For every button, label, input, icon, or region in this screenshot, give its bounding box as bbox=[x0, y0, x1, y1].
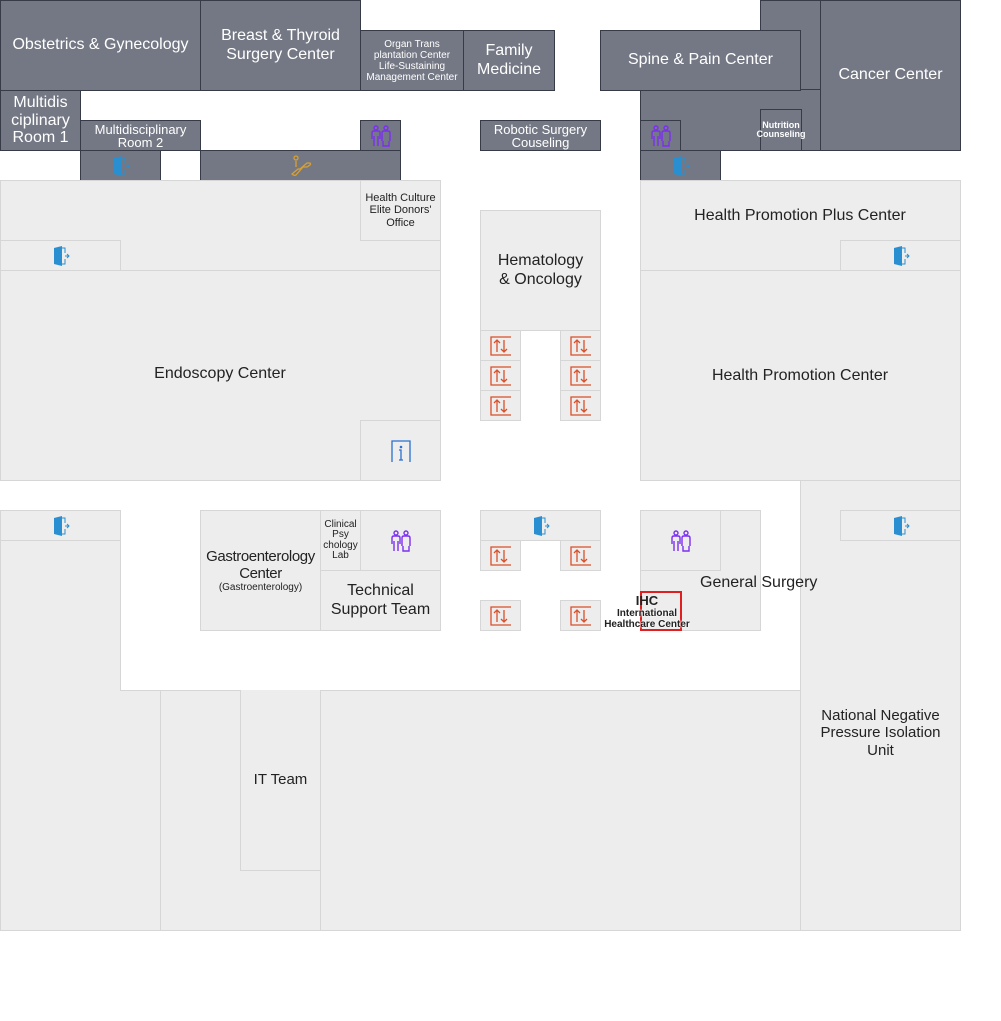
room-label: Technical Support Team bbox=[330, 582, 431, 618]
wall bbox=[160, 690, 161, 930]
room-label: Obstetrics & Gynecology bbox=[12, 36, 189, 54]
room-national-negative-pressure-isolation-unit[interactable]: National Negative Pressure Isolation Uni… bbox=[800, 480, 961, 931]
elevator-icon bbox=[489, 545, 512, 566]
room-gastroenterology-center[interactable]: Gastroenterology Center (Gastroenterolog… bbox=[200, 510, 321, 631]
room-it-team[interactable]: IT Team bbox=[240, 690, 321, 871]
room-label: Clinical Psy chology Lab bbox=[323, 518, 358, 561]
room-health-promotion-center[interactable] bbox=[640, 180, 961, 481]
room-cancer-center[interactable]: Cancer Center bbox=[820, 0, 961, 151]
room-label: Nutrition Counseling bbox=[756, 120, 806, 139]
elevator[interactable] bbox=[560, 330, 601, 361]
restroom[interactable] bbox=[360, 120, 401, 151]
room-label: IT Team bbox=[253, 771, 308, 789]
restroom-icon bbox=[670, 529, 692, 552]
elevator[interactable] bbox=[480, 330, 521, 361]
room-hematology-oncology[interactable]: Hematology & Oncology bbox=[480, 210, 601, 331]
ihc-label: IHC International Healthcare Center bbox=[596, 593, 698, 630]
room-clinical-psychology-lab[interactable]: Clinical Psy chology Lab bbox=[320, 510, 361, 571]
exit-door-icon bbox=[112, 155, 130, 176]
escalator-icon bbox=[290, 154, 312, 177]
room-bottom-wing[interactable] bbox=[120, 690, 801, 931]
room-label: Cancer Center bbox=[838, 66, 943, 84]
exit[interactable] bbox=[80, 150, 161, 181]
room-label: Robotic Surgery Couseling bbox=[493, 121, 588, 150]
room-breast-thyroid[interactable]: Breast & Thyroid Surgery Center bbox=[200, 0, 361, 91]
health-promotion-plus-label: Health Promotion Plus Center bbox=[694, 207, 906, 224]
ihc-marker[interactable] bbox=[640, 591, 682, 631]
room-label: Multidis ciplinary Room 1 bbox=[11, 94, 70, 147]
wall bbox=[640, 270, 840, 271]
exit[interactable] bbox=[840, 240, 961, 271]
health-promotion-label: Health Promotion Center bbox=[711, 367, 889, 384]
elevator-icon bbox=[569, 605, 592, 626]
information-desk[interactable] bbox=[360, 420, 441, 481]
general-surgery-label: General Surgery bbox=[700, 574, 818, 591]
elevator-icon bbox=[569, 395, 592, 416]
room-label: Hematology & Oncology bbox=[497, 252, 584, 288]
room-organ-transplantation[interactable]: Organ Trans plantation Center Life-Susta… bbox=[360, 30, 464, 91]
room-label: Multidisciplinary Room 2 bbox=[94, 121, 187, 150]
exit-door-icon bbox=[532, 515, 550, 536]
room-robotic-surgery-counseling[interactable]: Robotic Surgery Couseling bbox=[480, 120, 601, 151]
elevator[interactable] bbox=[480, 360, 521, 391]
exit-door-icon bbox=[52, 245, 70, 266]
information-icon bbox=[390, 439, 411, 462]
escalator[interactable] bbox=[200, 150, 401, 181]
elevator-icon bbox=[569, 545, 592, 566]
restroom-icon bbox=[650, 124, 672, 147]
exit[interactable] bbox=[0, 510, 121, 541]
room-family-medicine[interactable]: Family Medicine bbox=[463, 30, 555, 91]
room-label: Family Medicine bbox=[476, 42, 542, 78]
elevator-icon bbox=[569, 335, 592, 356]
elevator-icon bbox=[489, 365, 512, 386]
room-label: Organ Trans plantation Center Life-Susta… bbox=[366, 38, 458, 83]
elevator[interactable] bbox=[560, 600, 601, 631]
elevator[interactable] bbox=[560, 360, 601, 391]
room-label: Health Culture Elite Donors' Office bbox=[365, 191, 436, 229]
elevator-icon bbox=[489, 605, 512, 626]
ihc-abbrev: IHC bbox=[635, 593, 659, 608]
exit-door-icon bbox=[672, 155, 690, 176]
exit[interactable] bbox=[640, 150, 721, 181]
room-label: Gastroenterology Center bbox=[206, 547, 315, 582]
elevator[interactable] bbox=[560, 540, 601, 571]
elevator-icon bbox=[489, 335, 512, 356]
exit-door-icon bbox=[892, 245, 910, 266]
room-health-culture-office[interactable]: Health Culture Elite Donors' Office bbox=[360, 180, 441, 241]
elevator[interactable] bbox=[480, 600, 521, 631]
room-multidisciplinary-1[interactable]: Multidis ciplinary Room 1 bbox=[0, 90, 81, 151]
elevator[interactable] bbox=[560, 390, 601, 421]
room-technical-support-team[interactable]: Technical Support Team bbox=[320, 570, 441, 631]
restroom[interactable] bbox=[640, 510, 721, 571]
endoscopy-label: Endoscopy Center bbox=[154, 365, 286, 382]
room-nutrition-counseling[interactable]: Nutrition Counseling bbox=[757, 109, 806, 151]
elevator[interactable] bbox=[480, 540, 521, 571]
room-label: Spine & Pain Center bbox=[628, 51, 773, 69]
exit-door-icon bbox=[892, 515, 910, 536]
exit[interactable] bbox=[840, 510, 961, 541]
exit[interactable] bbox=[0, 240, 121, 271]
room-label: National Negative Pressure Isolation Uni… bbox=[820, 707, 941, 759]
wall bbox=[120, 270, 440, 271]
room-sublabel: (Gastroenterology) bbox=[218, 582, 303, 593]
restroom-icon bbox=[370, 124, 392, 147]
room-multidisciplinary-2[interactable]: Multidisciplinary Room 2 bbox=[80, 120, 201, 151]
elevator-icon bbox=[569, 365, 592, 386]
ihc-full-name: International Healthcare Center bbox=[604, 608, 690, 630]
room-spine-pain[interactable]: Spine & Pain Center bbox=[600, 30, 801, 91]
exit-door-icon bbox=[52, 515, 70, 536]
room-left-wing[interactable] bbox=[0, 510, 121, 931]
room-obstetrics-gynecology[interactable]: Obstetrics & Gynecology bbox=[0, 0, 201, 91]
restroom[interactable] bbox=[360, 510, 441, 571]
room-label: Breast & Thyroid Surgery Center bbox=[221, 27, 340, 63]
restroom[interactable] bbox=[640, 120, 681, 151]
elevator[interactable] bbox=[480, 390, 521, 421]
exit[interactable] bbox=[480, 510, 601, 541]
restroom-icon bbox=[390, 529, 412, 552]
elevator-icon bbox=[489, 395, 512, 416]
